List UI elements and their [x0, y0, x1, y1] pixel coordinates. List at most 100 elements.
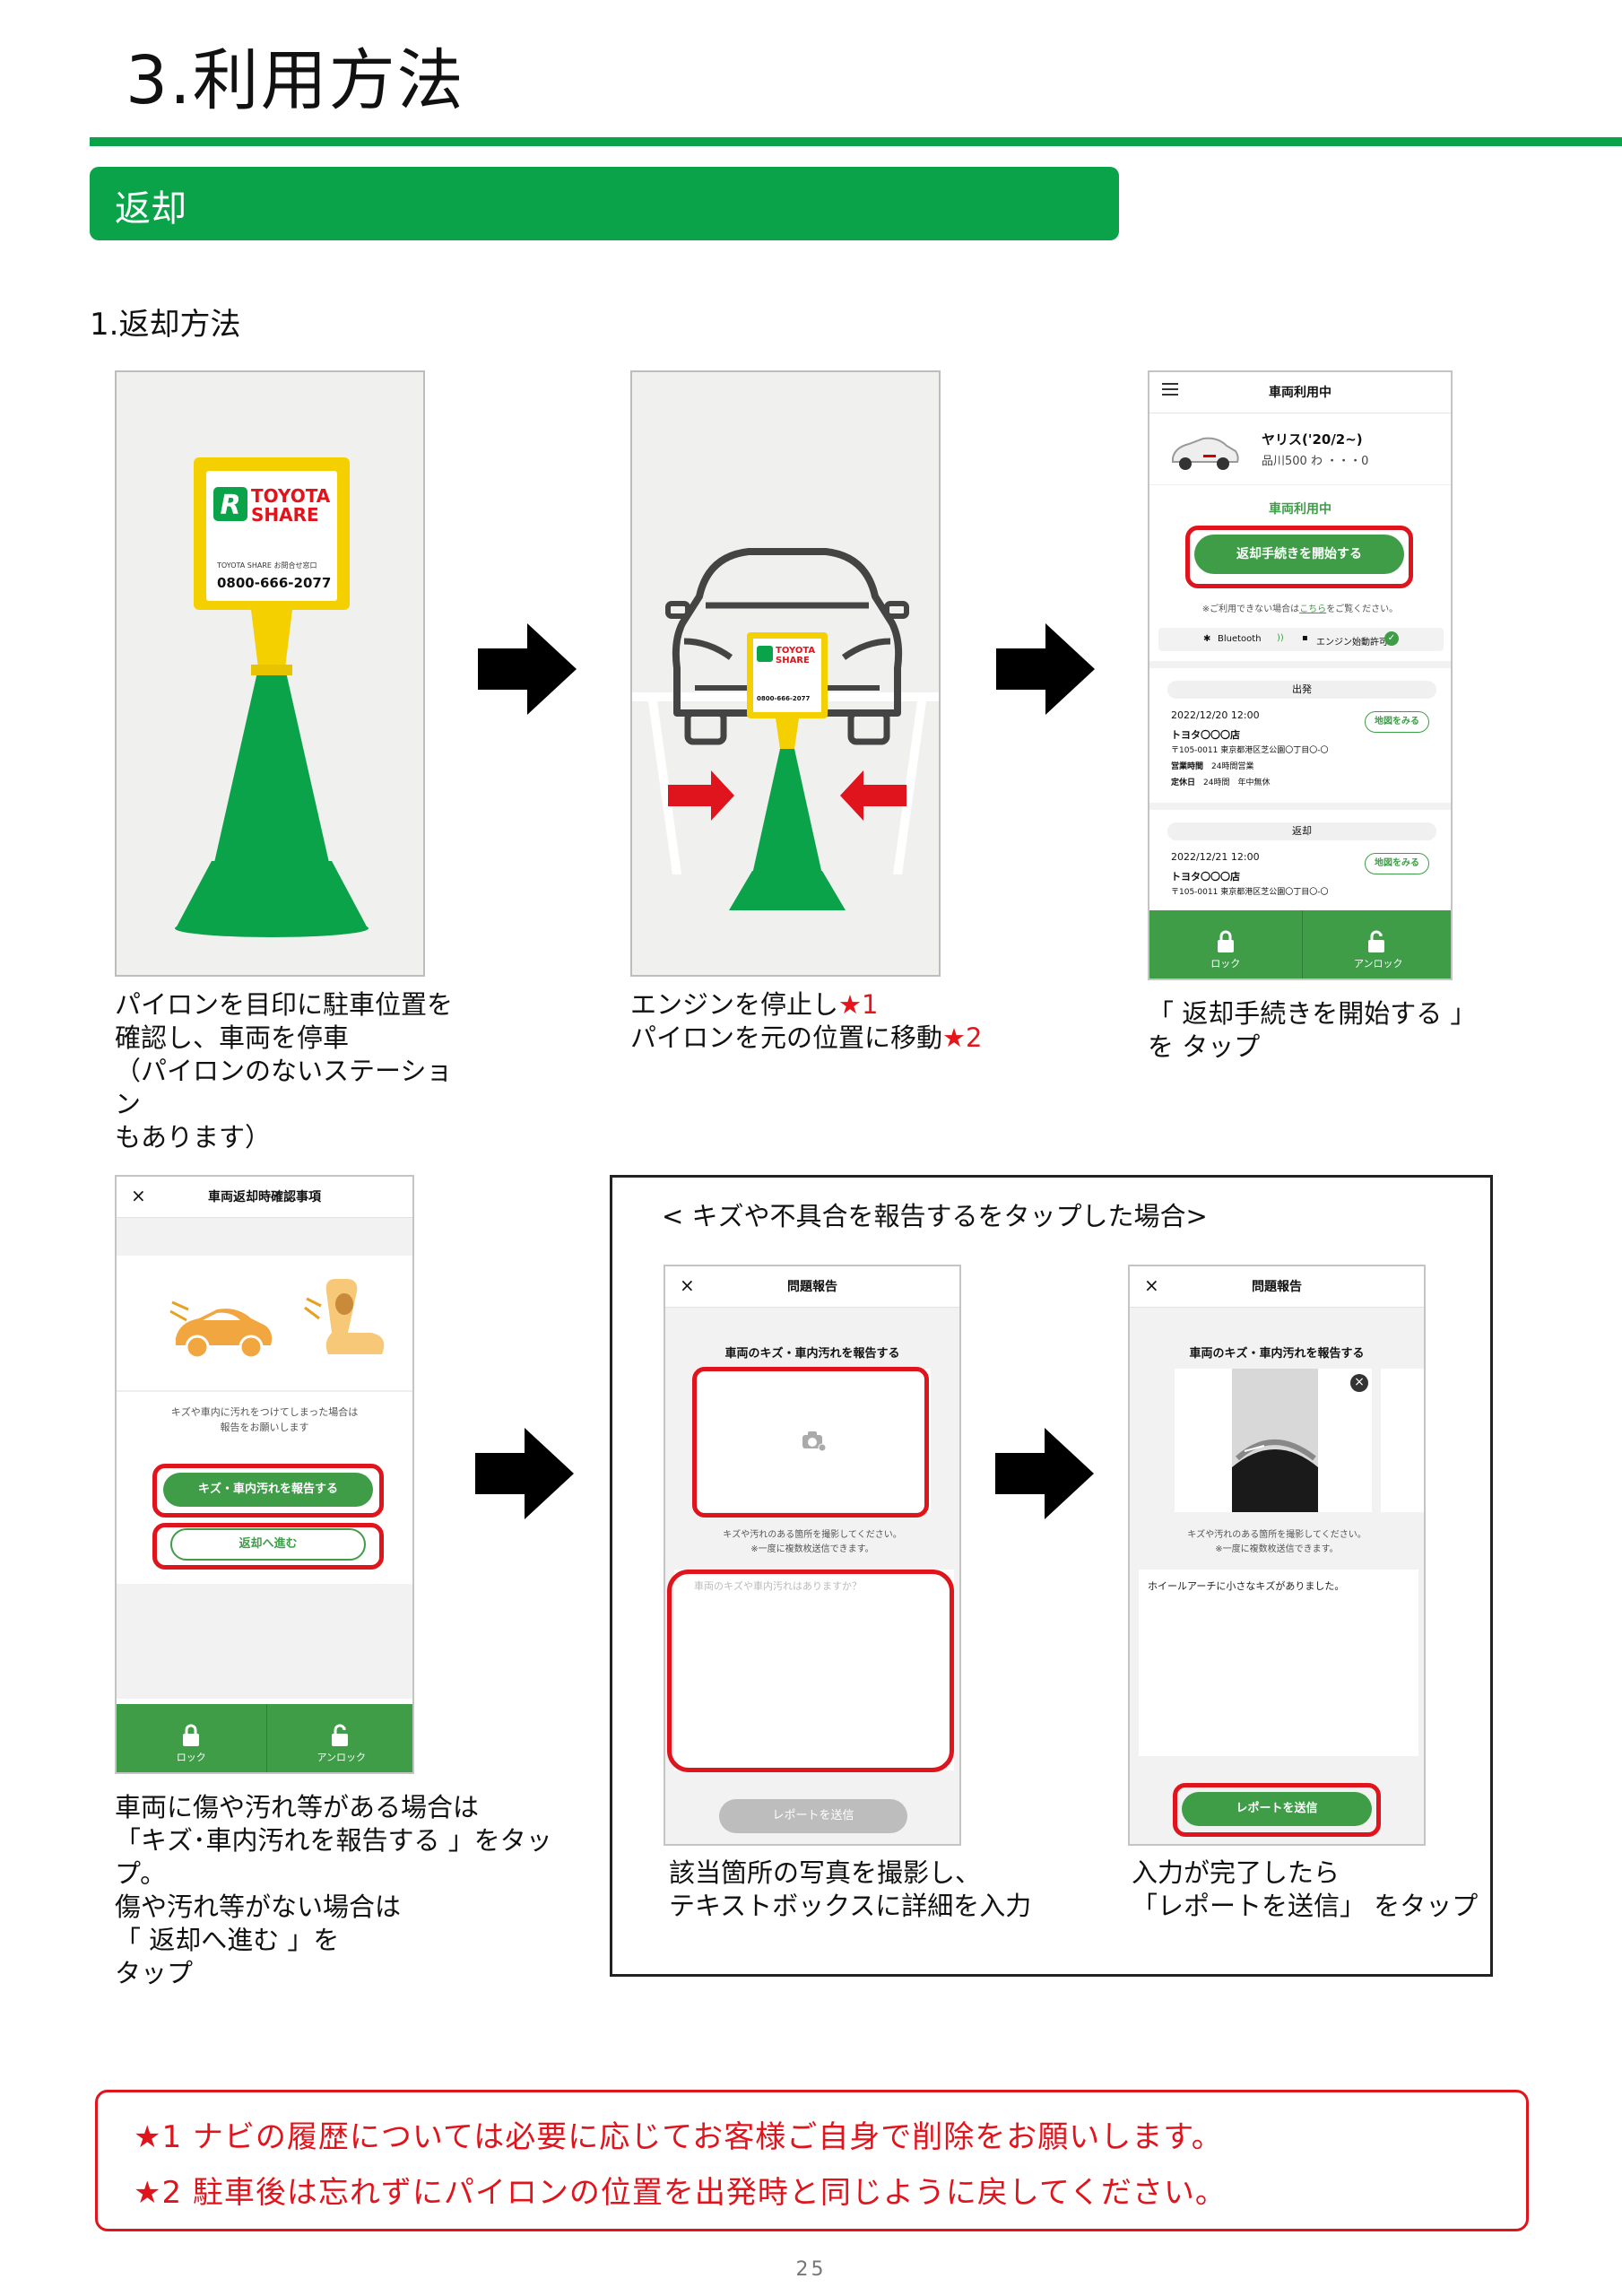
- report-caption-a: 該当箇所の写真を撮影し、 テキストボックスに詳細を入力: [669, 1857, 1032, 1921]
- step2-image-car-pylon: TOYOTA SHARE 0800-666-2077: [630, 370, 941, 977]
- report-textarea-value: ホイールアーチに小さなキズがありました。: [1148, 1580, 1345, 1592]
- unlock-label: アンロック: [317, 1752, 367, 1763]
- report-info-text: キズや車内に汚れをつけてしまった場合は 報告をお願いします: [170, 1406, 359, 1433]
- app-header-title: 車両返却時確認事項: [208, 1190, 321, 1205]
- close-icon[interactable]: ×: [131, 1185, 146, 1206]
- unlock-icon: [331, 1724, 348, 1746]
- remove-photo-icon[interactable]: ×: [1350, 1374, 1368, 1392]
- pylon-illustration: R TOYOTA SHARE TOYOTA SHARE お問合せ窓口 0800-…: [175, 457, 369, 937]
- engine-icon: ▪: [1302, 633, 1308, 643]
- sign-brand-line1: TOYOTA: [776, 646, 815, 656]
- step1-image-cone: R TOYOTA SHARE TOYOTA SHARE お問合せ窓口 0800-…: [115, 370, 425, 977]
- sign-phone: 0800-666-2077: [757, 695, 811, 702]
- app-header-title: 車両利用中: [1269, 386, 1331, 400]
- unlock-label: アンロック: [1353, 958, 1403, 970]
- map-button[interactable]: 地図をみる: [1365, 853, 1429, 874]
- help-link[interactable]: こちら: [1299, 604, 1327, 614]
- bluetooth-icon: ✱: [1203, 634, 1211, 644]
- return-datetime: 2022/12/21 12:00: [1171, 851, 1260, 863]
- submit-report-button-disabled[interactable]: レポートを送信: [719, 1799, 907, 1833]
- app-header: 車両利用中: [1149, 372, 1451, 413]
- lock-label: ロック: [1210, 958, 1241, 970]
- title-rule: [90, 137, 1622, 146]
- sign-brand-line2: SHARE: [776, 656, 810, 665]
- app-header: × 車両返却時確認事項: [117, 1177, 412, 1218]
- unlock-button[interactable]: アンロック: [1301, 910, 1452, 978]
- report-section-title: 車両のキズ・車内汚れを報告する: [724, 1347, 900, 1361]
- report-flow-title: < キズや不具合を報告するをタップした場合>: [662, 1201, 1208, 1231]
- map-button[interactable]: 地図をみる: [1365, 711, 1429, 733]
- highlight-frame: [1173, 1783, 1381, 1837]
- start-return-button[interactable]: 返却手続きを開始する: [1194, 535, 1404, 574]
- arrow-right-icon: [996, 623, 1095, 715]
- step3-caption: 「 返却手続きを開始する 」 を タップ: [1148, 998, 1477, 1062]
- arrow-right-icon: [475, 1428, 574, 1519]
- departure-datetime: 2022/12/20 12:00: [1171, 709, 1260, 721]
- report-flow-frame: [610, 1175, 1493, 1977]
- highlight-frame: [152, 1464, 384, 1518]
- step3-phone-screen: 車両利用中 ヤリス('20/2~) 品川500 わ ・・・0 車両利用中 返却手…: [1148, 370, 1453, 980]
- return-header: 返却: [1167, 822, 1436, 840]
- app-header-title: 問題報告: [787, 1280, 837, 1294]
- step2-caption: エンジンを停止し★1 パイロンを元の位置に移動★2: [630, 989, 983, 1053]
- proceed-return-button[interactable]: 返却へ進む: [170, 1528, 366, 1561]
- departure-header: 出発: [1167, 681, 1436, 699]
- closed-value: 24時間 年中無休: [1203, 778, 1271, 787]
- highlight-frame: [1185, 526, 1413, 588]
- step4-caption: 車両に傷や汚れ等がある場合は 「キズ･車内汚れを報告する 」をタップ。 傷や汚れ…: [115, 1792, 552, 1988]
- car-name: ヤリス('20/2~): [1262, 431, 1363, 448]
- lock-bar: ロック アンロック: [1149, 910, 1452, 978]
- hours-value: 24時間営業: [1211, 762, 1254, 771]
- report-damage-button[interactable]: キズ・車内汚れを報告する: [163, 1473, 373, 1507]
- section-title: 返却: [115, 188, 186, 230]
- usage-status: 車両利用中: [1269, 502, 1331, 517]
- damage-illustration: [117, 1256, 412, 1390]
- hours-label: 営業時間: [1171, 762, 1204, 771]
- highlight-frame: [667, 1570, 954, 1772]
- report-section-title: 車両のキズ・車内汚れを報告する: [1189, 1347, 1365, 1361]
- vehicle-card: ヤリス('20/2~) 品川500 わ ・・・0: [1149, 413, 1451, 485]
- lock-button[interactable]: ロック: [1149, 910, 1302, 978]
- check-icon: ✓: [1384, 631, 1399, 646]
- subsection-title: 1.返却方法: [90, 307, 241, 343]
- report-textarea[interactable]: 車両のキズや車内汚れはありますか？: [674, 1570, 954, 1770]
- note-2: ★2 駐車後は忘れずにパイロンの位置を出発時と同じように戻してください。: [134, 2175, 1227, 2211]
- report-textarea[interactable]: ホイールアーチに小さなキズがありました。: [1139, 1570, 1418, 1756]
- lock-button[interactable]: ロック: [117, 1704, 266, 1772]
- car-parking-illustration: TOYOTA SHARE 0800-666-2077: [632, 548, 939, 910]
- close-icon[interactable]: ×: [1144, 1274, 1159, 1296]
- star-1: ★1: [838, 989, 879, 1020]
- lock-label: ロック: [176, 1752, 206, 1763]
- notes-box: ★1 ナビの履歴については必要に応じてお客様ご自身で削除をお願いします。 ★2 …: [95, 2090, 1529, 2231]
- closed-label: 定休日: [1171, 778, 1196, 787]
- engine-label: エンジン始動許可: [1316, 638, 1388, 648]
- camera-icon: [802, 1431, 827, 1451]
- menu-icon[interactable]: [1162, 383, 1178, 396]
- section-bar: 返却: [90, 167, 1119, 240]
- close-icon[interactable]: ×: [680, 1274, 695, 1296]
- sign-phone: 0800-666-2077: [217, 575, 331, 591]
- return-address: 〒105-0011 東京都港区芝公園〇丁目〇-〇: [1171, 888, 1329, 897]
- report-caption-b: 入力が完了したら 「レポートを送信」 をタップ: [1132, 1857, 1479, 1921]
- step1-caption: パイロンを目印に駐車位置を 確認し、車両を停車 （パイロンのないステーション も…: [115, 989, 454, 1152]
- note-1: ★1 ナビの履歴については必要に応じてお客様ご自身で削除をお願いします。: [134, 2119, 1223, 2155]
- svg-text:R: R: [220, 490, 240, 521]
- app-header: × 問題報告: [665, 1266, 959, 1308]
- photo-upload-area[interactable]: [698, 1369, 931, 1512]
- submit-report-button[interactable]: レポートを送信: [1182, 1792, 1372, 1826]
- page-title: 3.利用方法: [126, 42, 465, 119]
- page-number: 25: [795, 2258, 827, 2281]
- report-textarea-placeholder: 車両のキズや車内汚れはありますか？: [694, 1580, 862, 1592]
- report-screen-filled: × 問題報告 車両のキズ・車内汚れを報告する × キズや汚れのある箇所を撮影して…: [1128, 1265, 1426, 1846]
- uploaded-photo[interactable]: ×: [1175, 1369, 1372, 1512]
- lock-bar: ロック アンロック: [117, 1704, 413, 1772]
- car-plate: 品川500 わ ・・・0: [1262, 455, 1369, 468]
- bluetooth-label: Bluetooth: [1218, 634, 1262, 644]
- help-text: ※ご利用できない場合はこちらをご覧ください。: [1201, 604, 1399, 614]
- highlight-frame: [152, 1523, 384, 1570]
- sign-brand-line2: SHARE: [251, 504, 319, 526]
- app-header: × 問題報告: [1130, 1266, 1424, 1308]
- star-2: ★2: [942, 1022, 983, 1053]
- unlock-button[interactable]: アンロック: [265, 1704, 413, 1772]
- sign-brand-line1: TOYOTA: [251, 485, 331, 507]
